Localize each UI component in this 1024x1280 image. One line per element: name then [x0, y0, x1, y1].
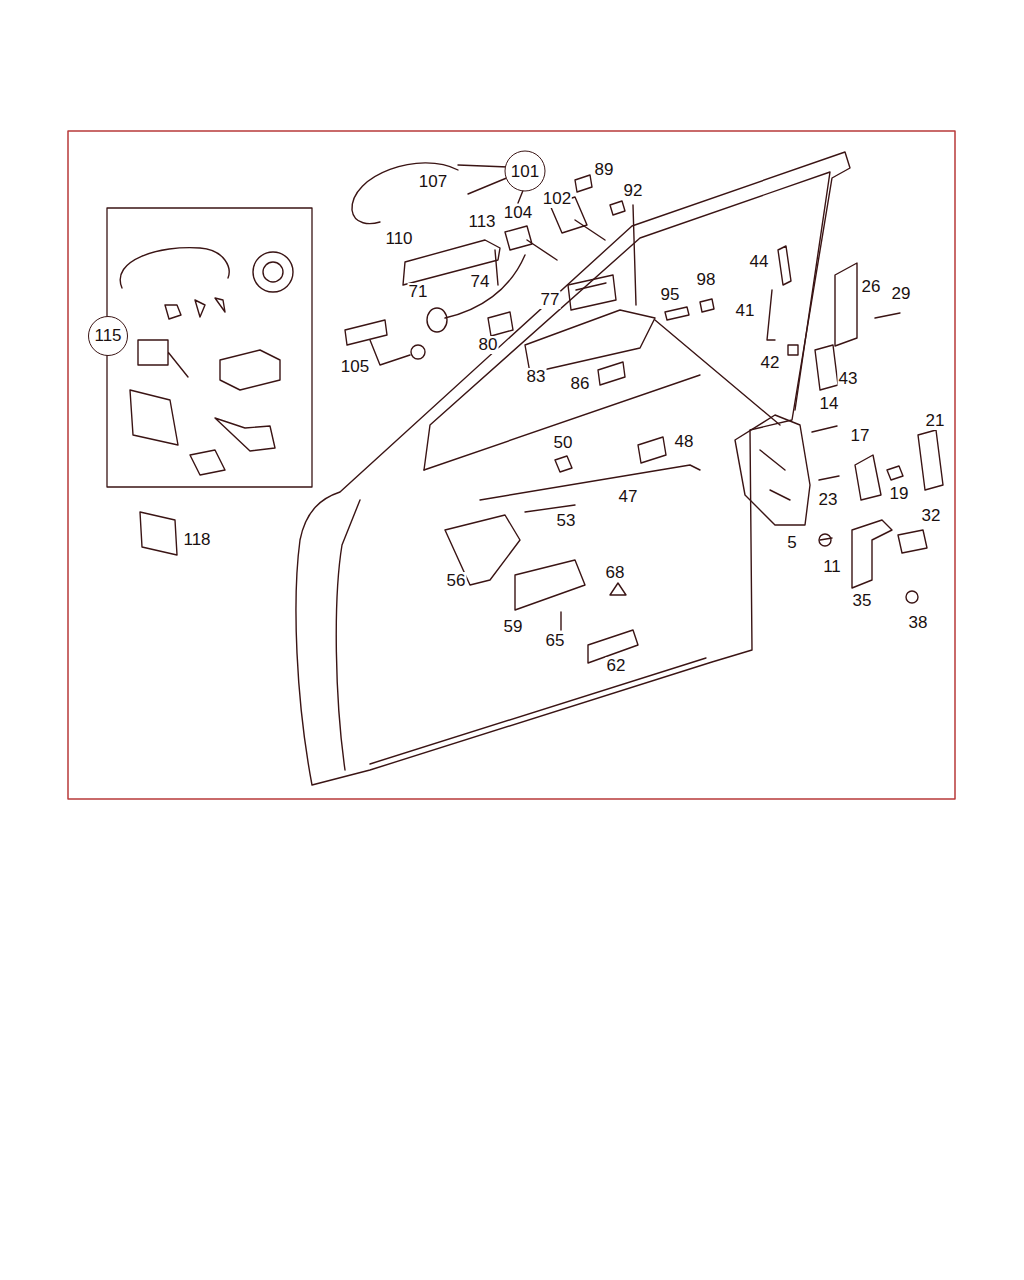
callout-number: 74 [470, 273, 491, 291]
callout-number: 92 [623, 182, 644, 200]
callout-number: 42 [760, 354, 781, 372]
callout-number: 101 [511, 161, 539, 181]
callout-number: 35 [852, 592, 873, 610]
callout-number: 71 [408, 283, 429, 301]
callout-number: 98 [696, 271, 717, 289]
callout-number: 83 [526, 368, 547, 386]
callout-number: 59 [503, 618, 524, 636]
callout-number: 48 [674, 433, 695, 451]
callout-number: 17 [850, 427, 871, 445]
callout-number: 19 [889, 485, 910, 503]
callout-number: 5 [786, 534, 797, 552]
callout-circle: 115 [88, 316, 128, 356]
callout-number: 47 [618, 488, 639, 506]
callout-number: 68 [605, 564, 626, 582]
callout-number: 29 [891, 285, 912, 303]
callout-circle: 101 [505, 151, 546, 192]
callout-number: 65 [545, 632, 566, 650]
callout-number: 107 [418, 173, 448, 191]
callout-number: 53 [556, 512, 577, 530]
callout-number: 89 [594, 161, 615, 179]
callout-number: 115 [94, 326, 121, 346]
callout-number: 21 [925, 412, 946, 430]
callout-number: 113 [467, 213, 496, 231]
callout-number: 32 [921, 507, 942, 525]
callout-number: 41 [735, 302, 756, 320]
callout-number: 110 [384, 230, 413, 248]
callout-number: 77 [540, 291, 561, 309]
callout-number: 11 [822, 558, 842, 576]
callout-number: 56 [446, 572, 467, 590]
callout-number: 104 [503, 204, 533, 222]
callout-number: 86 [570, 375, 591, 393]
callout-number: 44 [749, 253, 770, 271]
callout-number: 50 [553, 434, 574, 452]
callout-number: 14 [819, 395, 840, 413]
callout-number: 95 [660, 286, 681, 304]
callout-number: 43 [838, 370, 859, 388]
callout-number: 118 [182, 531, 211, 549]
callout-number: 26 [861, 278, 882, 296]
callout-number: 62 [606, 657, 627, 675]
callout-number: 102 [542, 190, 572, 208]
callout-number: 80 [478, 336, 499, 354]
callout-number: 38 [908, 614, 929, 632]
callout-number: 23 [818, 491, 839, 509]
callout-number: 105 [340, 358, 370, 376]
